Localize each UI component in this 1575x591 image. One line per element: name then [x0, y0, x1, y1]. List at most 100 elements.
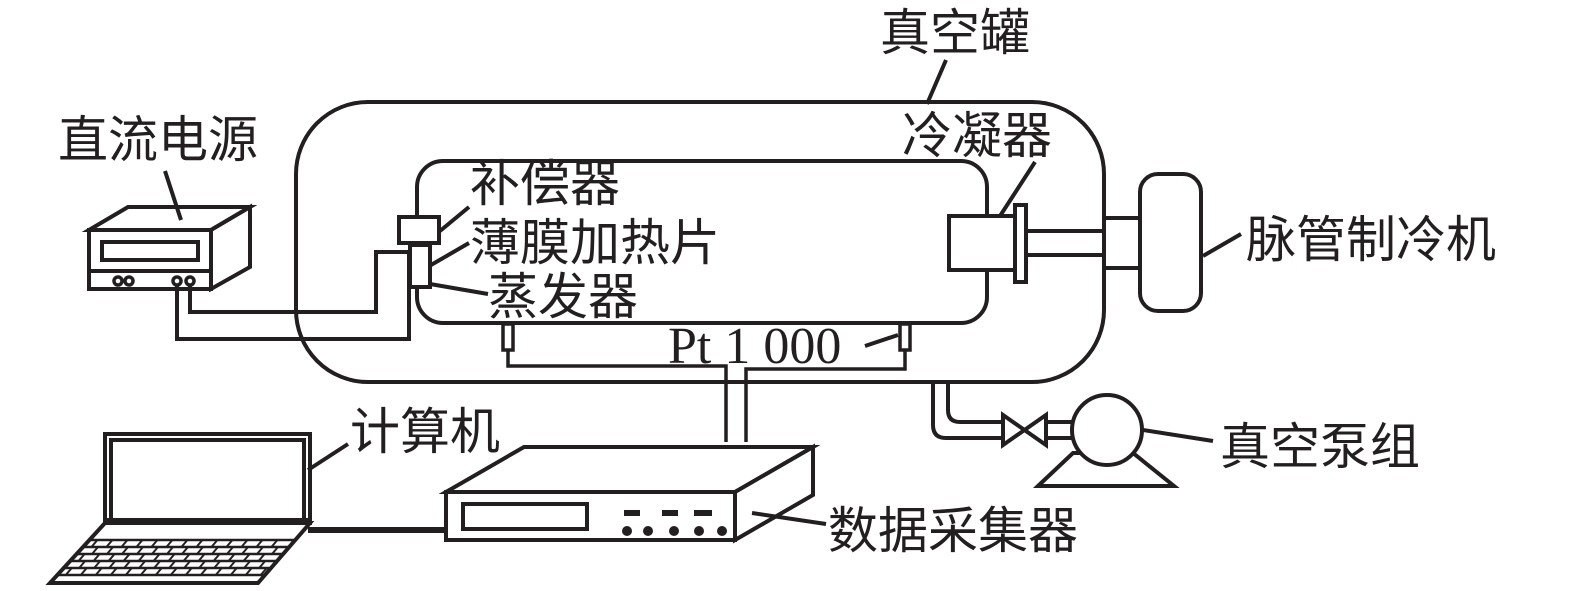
- daq-slot: [662, 510, 678, 516]
- keyboard-key-divider: [258, 560, 266, 569]
- keyboard-key-divider: [210, 539, 219, 548]
- condenser-label: 冷凝器: [902, 107, 1052, 165]
- pulse-tube-cryocooler: [1104, 172, 1203, 313]
- keyboard-key-divider: [107, 553, 116, 562]
- power-wire-positive: [188, 250, 409, 314]
- keyboard-key-divider: [257, 553, 266, 562]
- keyboard-key-divider: [198, 560, 206, 569]
- laptop-bezel: [103, 432, 312, 525]
- keyboard-key-divider: [214, 567, 223, 576]
- keyboard-key-divider: [136, 546, 144, 555]
- cryocooler-label: 脉管制冷机: [1246, 211, 1496, 269]
- compensator: [397, 215, 441, 245]
- keyboard-key-divider: [181, 546, 189, 555]
- keyboard-key-divider: [64, 567, 73, 576]
- computer-leader: [306, 442, 350, 472]
- keyboard-key-divider: [93, 560, 101, 569]
- keyboard-key-divider: [167, 553, 176, 562]
- keyboard-key-divider: [124, 567, 133, 576]
- keyboard-key-divider: [244, 567, 253, 576]
- daq-knob: [643, 526, 653, 536]
- laptop-screen: [109, 438, 306, 522]
- keyboard-key-divider: [271, 546, 279, 555]
- power-wire-negative: [175, 285, 411, 341]
- vacuum-pump: [1032, 393, 1180, 488]
- vacuum-tank-leader: [925, 59, 948, 105]
- keyboard-key-divider: [106, 546, 114, 555]
- keyboard-key-divider: [139, 567, 148, 576]
- condenser: [947, 203, 1106, 284]
- keyboard-key-divider: [152, 553, 161, 562]
- keyboard-key-divider: [256, 546, 264, 555]
- sensor-wire-left: [506, 350, 728, 442]
- keyboard-key-divider: [197, 553, 206, 562]
- keyboard-key-divider: [229, 567, 238, 576]
- keyboard-key-divider: [196, 546, 204, 555]
- keyboard-key-divider: [169, 567, 178, 576]
- keyboard-key-divider: [226, 546, 234, 555]
- keyboard-key-divider: [90, 539, 99, 548]
- vacuum-tank: [294, 100, 1106, 384]
- keyboard-key-divider: [211, 546, 219, 555]
- keyboard-key-divider: [195, 539, 204, 548]
- daq-display: [461, 502, 589, 531]
- keyboard-key-divider: [165, 539, 174, 548]
- keyboard-key-divider: [213, 560, 221, 569]
- power-terminal: [123, 275, 135, 287]
- sensor-wire-right: [744, 350, 907, 442]
- keyboard-key-divider: [180, 539, 189, 548]
- daq-knob: [717, 526, 727, 536]
- keyboard-key-divider: [168, 560, 176, 569]
- keyboard-key-divider: [78, 560, 86, 569]
- evaporator-assembly: [397, 215, 441, 289]
- keyboard-key-divider: [166, 546, 174, 555]
- valve: [1001, 411, 1048, 449]
- keyboard-key-divider: [94, 567, 103, 576]
- vacuum-pump-line: [931, 383, 1073, 449]
- cryocooler-leader: [1201, 232, 1243, 258]
- compensator-label: 补偿器: [470, 155, 620, 213]
- keyboard-key-divider: [120, 539, 129, 548]
- keyboard-key-divider: [150, 539, 159, 548]
- daq-label: 数据采集器: [828, 502, 1078, 560]
- keyboard-key-divider: [92, 553, 101, 562]
- heater-leader: [429, 241, 471, 267]
- keyboard-key-divider: [199, 567, 208, 576]
- keyboard-key-divider: [255, 539, 264, 548]
- keyboard-key-divider: [91, 546, 99, 555]
- keyboard-key-divider: [135, 539, 144, 548]
- pt1000-label: Pt 1 000: [668, 318, 841, 375]
- keyboard-key-divider: [123, 560, 131, 569]
- keyboard-key-divider: [270, 539, 279, 548]
- daq-knob: [694, 526, 704, 536]
- keyboard-key-divider: [137, 553, 146, 562]
- daq-knob: [669, 526, 679, 536]
- keyboard-key-divider: [154, 567, 163, 576]
- keyboard-key-divider: [138, 560, 146, 569]
- keyboard-key-divider: [212, 553, 221, 562]
- keyboard-key-divider: [153, 560, 161, 569]
- keyboard-key-divider: [242, 553, 251, 562]
- keyboard-key-divider: [240, 539, 249, 548]
- keyboard-key-divider: [105, 539, 114, 548]
- keyboard-key-divider: [182, 553, 191, 562]
- pt1000-sensor-right: [898, 322, 912, 352]
- vacuum-pump-label: 真空泵组: [1220, 418, 1420, 476]
- keyboard-key-divider: [243, 560, 251, 569]
- keyboard-key-divider: [228, 560, 236, 569]
- daq-slot: [694, 510, 712, 516]
- vacuum-tank-label: 真空罐: [880, 4, 1030, 62]
- vacuum-pump-leader: [1142, 428, 1214, 443]
- pt1000-leader: [864, 333, 899, 348]
- computer-label: 计算机: [350, 403, 500, 461]
- evaporator: [408, 243, 432, 289]
- evaporator-leader: [429, 282, 489, 296]
- pt1000-sensor-left: [501, 322, 515, 352]
- keyboard-key-divider: [259, 567, 268, 576]
- computer: [45, 432, 315, 585]
- keyboard-key-divider: [122, 553, 131, 562]
- keyboard-key-divider: [225, 539, 234, 548]
- condenser-leader: [998, 160, 1037, 218]
- dc-power-label: 直流电源: [58, 111, 258, 169]
